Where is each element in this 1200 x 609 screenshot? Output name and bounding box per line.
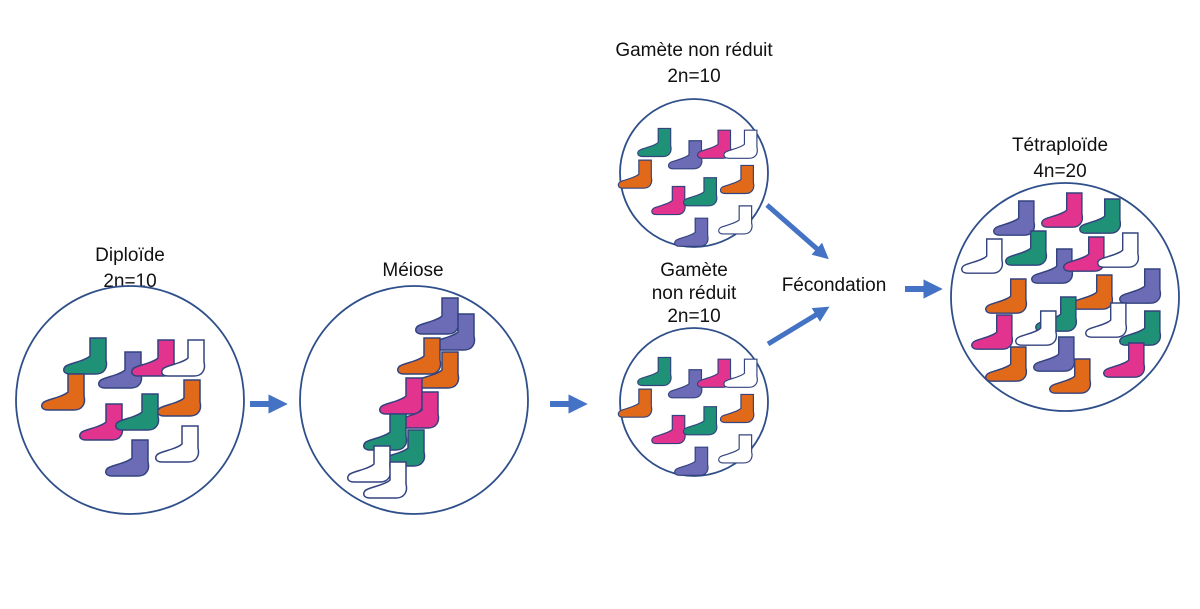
gamete-top-node: Gamète non réduit 2n=10 <box>615 40 773 248</box>
gamete-top-count: 2n=10 <box>667 66 720 87</box>
tetraploid-node: Tétraploïde 4n=20 <box>950 135 1180 412</box>
diploid-label: Diploïde <box>95 245 165 266</box>
gamete-bottom-label-2: non réduit <box>652 283 737 304</box>
meiosis-node: Méiose <box>299 260 529 515</box>
fertilization-label: Fécondation <box>782 275 887 296</box>
gamete-bottom-count: 2n=10 <box>667 306 720 327</box>
tetraploid-label: Tétraploïde <box>1012 135 1108 156</box>
tetraploid-count: 4n=20 <box>1033 161 1086 182</box>
gamete-top-label: Gamète non réduit <box>615 40 773 61</box>
gamete-bottom-node: Gamète non réduit 2n=10 <box>617 260 769 477</box>
meiosis-label: Méiose <box>382 260 443 281</box>
arrow-icon <box>765 203 829 260</box>
diploid-node: Diploïde 2n=10 <box>15 245 245 515</box>
gamete-bottom-label-1: Gamète <box>660 260 728 281</box>
arrow-icon <box>766 306 830 347</box>
